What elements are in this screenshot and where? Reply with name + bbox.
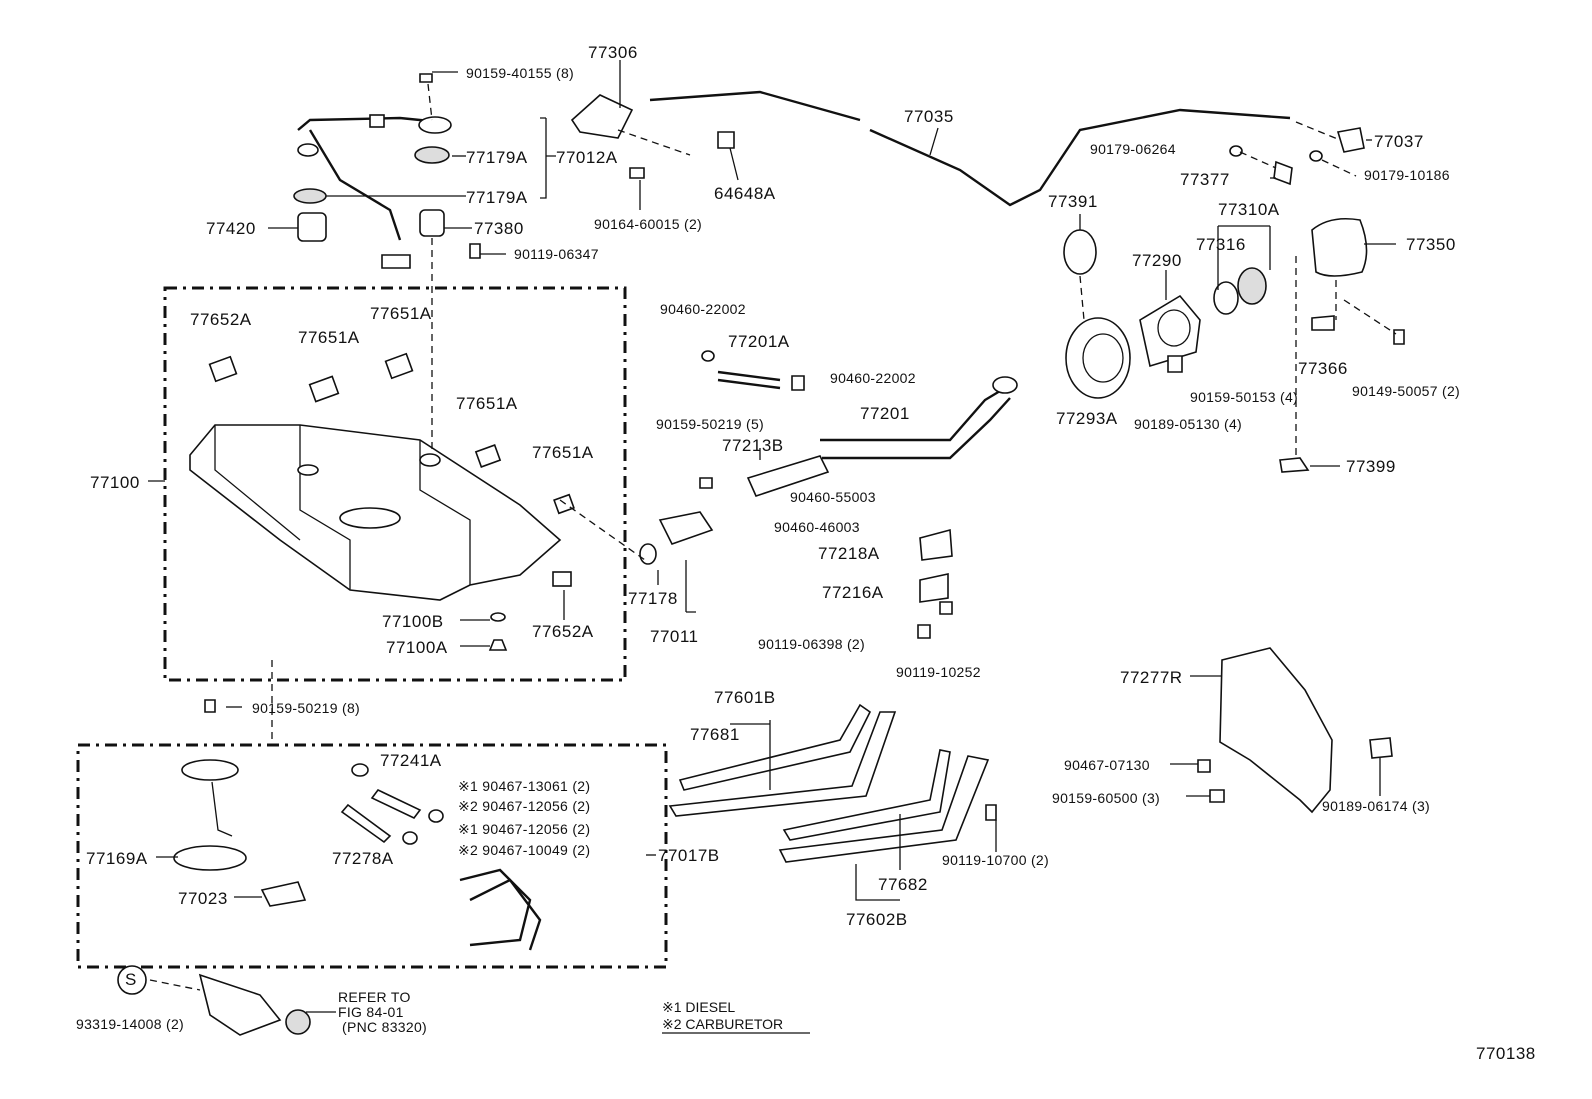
label-90119-10700: 90119-10700 (2): [942, 852, 1049, 868]
label-90164-60015: 90164-60015 (2): [594, 216, 703, 232]
figure-number: 770138: [1476, 1044, 1536, 1063]
label-90159-60500: 90159-60500 (3): [1052, 790, 1161, 806]
label-77377: 77377: [1180, 170, 1230, 189]
tank-straps-drawing: [668, 703, 997, 863]
label-77651a-4: 77651A: [532, 443, 594, 462]
label-90467-07130: 90467-07130: [1064, 757, 1150, 773]
label-90149-50057: 90149-50057 (2): [1352, 383, 1461, 399]
label-pnc-83320: (PNC 83320): [342, 1019, 428, 1035]
label-90179-06264: 90179-06264: [1090, 141, 1176, 157]
fuel-sender-drawing: [117, 965, 311, 1036]
label-64648a: 64648A: [714, 184, 776, 203]
label-90159-40155: 90159-40155 (8): [466, 65, 575, 81]
label-77601b: 77601B: [714, 688, 776, 707]
label-77681: 77681: [690, 725, 740, 744]
label-refer-to: REFER TO: [338, 989, 411, 1005]
label-77278a: 77278A: [332, 849, 394, 868]
label-77169a: 77169A: [86, 849, 148, 868]
label-90460-46003: 90460-46003: [774, 519, 860, 535]
label-77035: 77035: [904, 107, 954, 126]
label-77310a: 77310A: [1218, 200, 1280, 219]
label-77651a-2: 77651A: [298, 328, 360, 347]
label-77316: 77316: [1196, 235, 1246, 254]
label-77100b: 77100B: [382, 612, 444, 631]
label-90460-22002-top: 90460-22002: [660, 301, 746, 317]
label-77380: 77380: [474, 219, 524, 238]
label-77682: 77682: [878, 875, 928, 894]
label-90460-22002-mid: 90460-22002: [830, 370, 916, 386]
leader-lines: [148, 60, 1397, 1013]
fuel-pump-drawing: [173, 699, 542, 951]
label-77391: 77391: [1048, 192, 1098, 211]
label-note1-90467-13061: ※1 90467-13061 (2): [458, 778, 591, 794]
label-77201a: 77201A: [728, 332, 790, 351]
label-77213b: 77213B: [722, 436, 784, 455]
label-90189-05130: 90189-05130 (4): [1134, 416, 1243, 432]
label-77277r: 77277R: [1120, 668, 1183, 687]
label-93319-14008: 93319-14008 (2): [76, 1016, 185, 1032]
label-77241a: 77241A: [380, 751, 442, 770]
label-77350: 77350: [1406, 235, 1456, 254]
label-fig-84-01: FIG 84-01: [338, 1004, 404, 1020]
tank-protector-drawing: [1197, 647, 1393, 814]
label-90159-50219-8: 90159-50219 (8): [252, 700, 361, 716]
fuel-lid-cable-drawing: [570, 90, 1291, 207]
label-90460-55003: 90460-55003: [790, 489, 876, 505]
label-s-symbol: S: [125, 970, 137, 989]
label-77652a-bottom: 77652A: [532, 622, 594, 641]
label-note1-90467-12056: ※1 90467-12056 (2): [458, 821, 591, 837]
label-77293a: 77293A: [1056, 409, 1118, 428]
label-77037: 77037: [1374, 132, 1424, 151]
filler-hose-parts-top: [293, 73, 481, 269]
label-90119-06347: 90119-06347: [514, 246, 599, 262]
label-note2-90467-12056: ※2 90467-12056 (2): [458, 798, 591, 814]
label-77017b: 77017B: [658, 846, 720, 865]
label-90119-06398: 90119-06398 (2): [758, 636, 865, 652]
label-77366: 77366: [1298, 359, 1348, 378]
label-77218a: 77218A: [818, 544, 880, 563]
label-77399: 77399: [1346, 457, 1396, 476]
label-77011: 77011: [650, 627, 699, 646]
label-90189-06174: 90189-06174 (3): [1322, 798, 1431, 814]
fuel-tank-drawing: [189, 352, 575, 651]
label-77651a-3: 77651A: [456, 394, 518, 413]
label-90159-50219-5: 90159-50219 (5): [656, 416, 765, 432]
label-77201: 77201: [860, 404, 910, 423]
label-77179a-top: 77179A: [466, 148, 528, 167]
label-77100: 77100: [90, 473, 140, 492]
label-77023: 77023: [178, 889, 228, 908]
label-77216a: 77216A: [822, 583, 884, 602]
label-77651a-1: 77651A: [370, 304, 432, 323]
filler-pipe-drawing: [639, 350, 1018, 639]
label-77306: 77306: [588, 43, 638, 62]
label-77602b: 77602B: [846, 910, 908, 929]
fuel-lid-drawing: [1063, 127, 1405, 473]
label-77290: 77290: [1132, 251, 1182, 270]
note-carburetor: ※2 CARBURETOR: [662, 1016, 784, 1032]
note-diesel: ※1 DIESEL: [662, 999, 736, 1015]
label-90159-50153: 90159-50153 (4): [1190, 389, 1299, 405]
label-77178: 77178: [628, 589, 678, 608]
label-77012a: 77012A: [556, 148, 618, 167]
label-77420: 77420: [206, 219, 256, 238]
label-77179a-bottom: 77179A: [466, 188, 528, 207]
label-77652a-top: 77652A: [190, 310, 252, 329]
label-90179-10186: 90179-10186: [1364, 167, 1450, 183]
fuel-tank-assembly-box: [163, 286, 627, 682]
label-77100a: 77100A: [386, 638, 448, 657]
label-note2-90467-10049: ※2 90467-10049 (2): [458, 842, 591, 858]
label-90119-10252: 90119-10252: [896, 664, 981, 680]
